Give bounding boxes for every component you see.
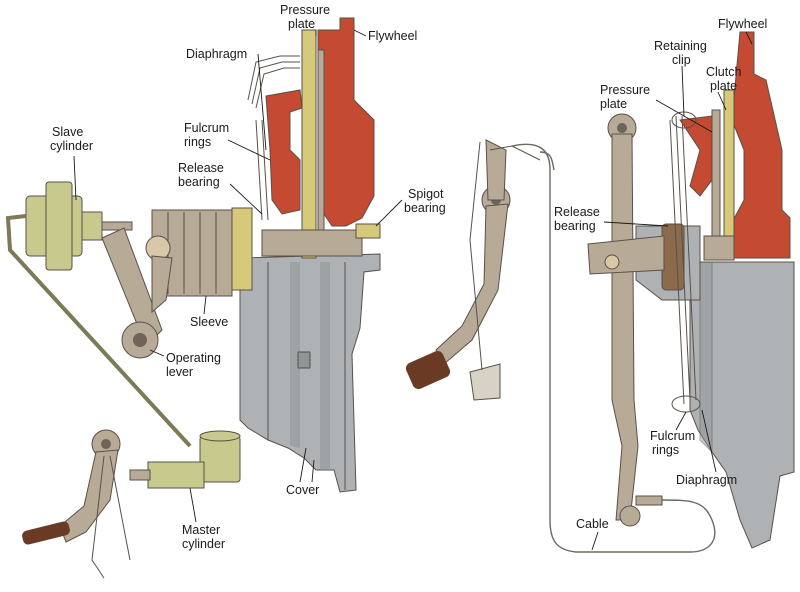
label-cable: Cable (576, 517, 609, 531)
left-hydraulic-pipe (5, 214, 192, 448)
left-labels: Pressure plate Flywheel Diaphragm Fulcru… (50, 3, 447, 551)
label-cover: Cover (286, 483, 319, 497)
label-fulcrum-rings-right: Fulcrum rings (650, 429, 699, 457)
label-pressure-plate-left: Pressure plate (280, 3, 334, 31)
label-release-bearing-right: Release bearing (554, 205, 603, 233)
right-release-assembly (661, 111, 701, 413)
label-slave-cylinder: Slave cylinder (50, 125, 93, 153)
right-clutch-pedal (405, 139, 541, 401)
label-retaining-clip: Retaining clip (654, 39, 710, 67)
label-diaphragm-left: Diaphragm (186, 47, 247, 61)
right-flywheel (679, 31, 791, 259)
label-sleeve: Sleeve (190, 315, 228, 329)
label-master-cylinder: Master cylinder (182, 523, 225, 551)
left-release-assembly (151, 207, 253, 297)
label-pressure-plate-right: Pressure plate (600, 83, 654, 111)
left-diaphragm (247, 55, 300, 221)
right-cable-clutch (405, 31, 795, 553)
label-release-bearing-left: Release bearing (178, 161, 227, 189)
left-hydraulic-clutch (5, 17, 381, 579)
left-cover-housing (239, 253, 381, 493)
left-clutch-pedal (22, 429, 131, 579)
label-clutch-plate: Clutch plate (706, 65, 745, 93)
left-slave-cylinder (25, 181, 133, 271)
right-clutch-plates (703, 89, 735, 261)
label-flywheel-right: Flywheel (718, 17, 767, 31)
left-operating-lever (101, 227, 173, 359)
label-diaphragm-right: Diaphragm (676, 473, 737, 487)
left-master-cylinder (129, 430, 241, 489)
label-flywheel-left: Flywheel (368, 29, 417, 43)
label-fulcrum-rings-left: Fulcrum rings (184, 121, 233, 149)
label-operating-lever: Operating lever (166, 351, 224, 379)
right-release-fork (587, 113, 665, 527)
left-clutch-plates (261, 29, 363, 259)
left-spigot-bearing (355, 223, 381, 239)
label-spigot-bearing: Spigot bearing (404, 187, 447, 215)
right-labels: Flywheel Retaining clip Clutch plate Pre… (554, 17, 767, 551)
right-cable (511, 143, 716, 553)
